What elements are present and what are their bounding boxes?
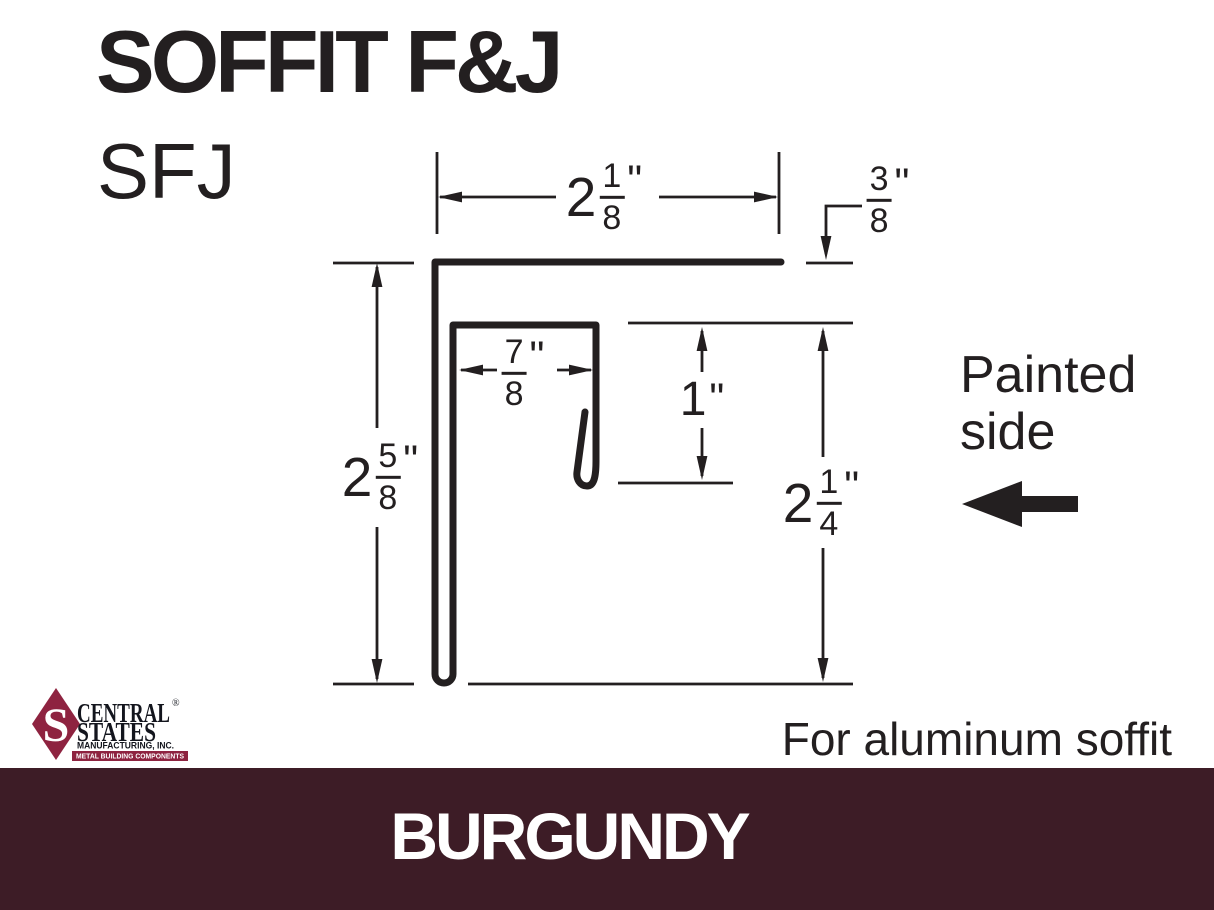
arrowhead	[696, 327, 708, 351]
dim-fraction: 1 4	[816, 465, 842, 543]
arrowheads	[371, 191, 832, 683]
dim-fraction: 7 8	[501, 335, 527, 413]
arrowhead	[569, 364, 593, 376]
dim-label-flange-offset: 3 8 "	[866, 158, 910, 240]
dim-unit: "	[627, 155, 643, 203]
dim-denominator: 8	[602, 198, 622, 237]
dim-unit: "	[844, 461, 860, 509]
dim-numerator: 1	[816, 465, 842, 505]
dim-unit: "	[894, 158, 910, 206]
logo-name-line1: CENTRAL	[77, 698, 170, 728]
dim-label-top-width: 2 1 8 "	[565, 155, 643, 237]
dim-label-channel-depth: 1 "	[679, 373, 725, 427]
dim-fraction: 1 8	[599, 159, 625, 237]
arrowhead	[459, 364, 483, 376]
arrowhead	[754, 191, 778, 203]
painted-side-label: Painted side	[960, 346, 1137, 462]
arrowhead	[438, 191, 462, 203]
arrow-head	[962, 481, 1022, 527]
painted-side-arrow-icon	[962, 481, 1078, 527]
profile-path	[431, 258, 785, 687]
dim-unit: "	[529, 331, 545, 379]
leader-line	[824, 204, 862, 254]
dim-whole: 2	[782, 471, 814, 534]
dim-fraction: 5 8	[375, 439, 401, 517]
company-logo: S CENTRAL ® STATES MANUFACTURING, INC. M…	[32, 688, 188, 761]
dim-numerator: 1	[599, 159, 625, 199]
arrowhead	[817, 658, 829, 682]
logo-tagline: METAL BUILDING COMPONENTS	[76, 754, 184, 761]
dim-label-channel-width: 7 8 "	[501, 331, 545, 413]
dim-numerator: 5	[375, 439, 401, 479]
dim-unit: "	[709, 374, 725, 422]
arrowhead	[371, 659, 383, 683]
dim-whole: 1	[679, 373, 707, 427]
dim-numerator: 3	[866, 162, 892, 202]
model-code: SFJ	[97, 127, 236, 215]
arrowhead	[696, 456, 708, 480]
logo-name-line3: MANUFACTURING, INC.	[77, 741, 174, 752]
color-name: BURGUNDY	[390, 799, 750, 873]
logo-tagline-bar	[72, 751, 188, 761]
dim-fraction: 3 8	[866, 162, 892, 240]
color-banner: BURGUNDY	[0, 768, 1214, 910]
dim-denominator: 8	[504, 374, 524, 413]
dim-denominator: 8	[869, 201, 889, 240]
arrow-tail	[1016, 496, 1078, 512]
dim-denominator: 8	[378, 478, 398, 517]
painted-side-line2: side	[960, 403, 1056, 462]
usage-note: For aluminum soffit	[781, 713, 1172, 765]
registered-mark-icon: ®	[172, 698, 180, 709]
dim-numerator: 7	[501, 335, 527, 375]
dim-whole: 2	[565, 165, 597, 228]
profile-outline	[431, 258, 785, 687]
arrowhead	[371, 263, 383, 287]
dim-label-right-height: 2 1 4 "	[782, 461, 860, 543]
dim-unit: "	[403, 435, 419, 483]
arrowhead	[817, 327, 829, 351]
logo-monogram: S	[43, 699, 70, 752]
arrowhead	[820, 236, 832, 260]
page-title: SOFFIT F&J	[96, 12, 564, 111]
dim-label-left-height: 2 5 8 "	[341, 435, 419, 517]
logo-name-line2: STATES	[77, 717, 156, 747]
painted-side-line1: Painted	[960, 346, 1137, 404]
dim-whole: 2	[341, 445, 373, 508]
dim-denominator: 4	[819, 504, 839, 543]
logo-diamond	[32, 688, 80, 760]
